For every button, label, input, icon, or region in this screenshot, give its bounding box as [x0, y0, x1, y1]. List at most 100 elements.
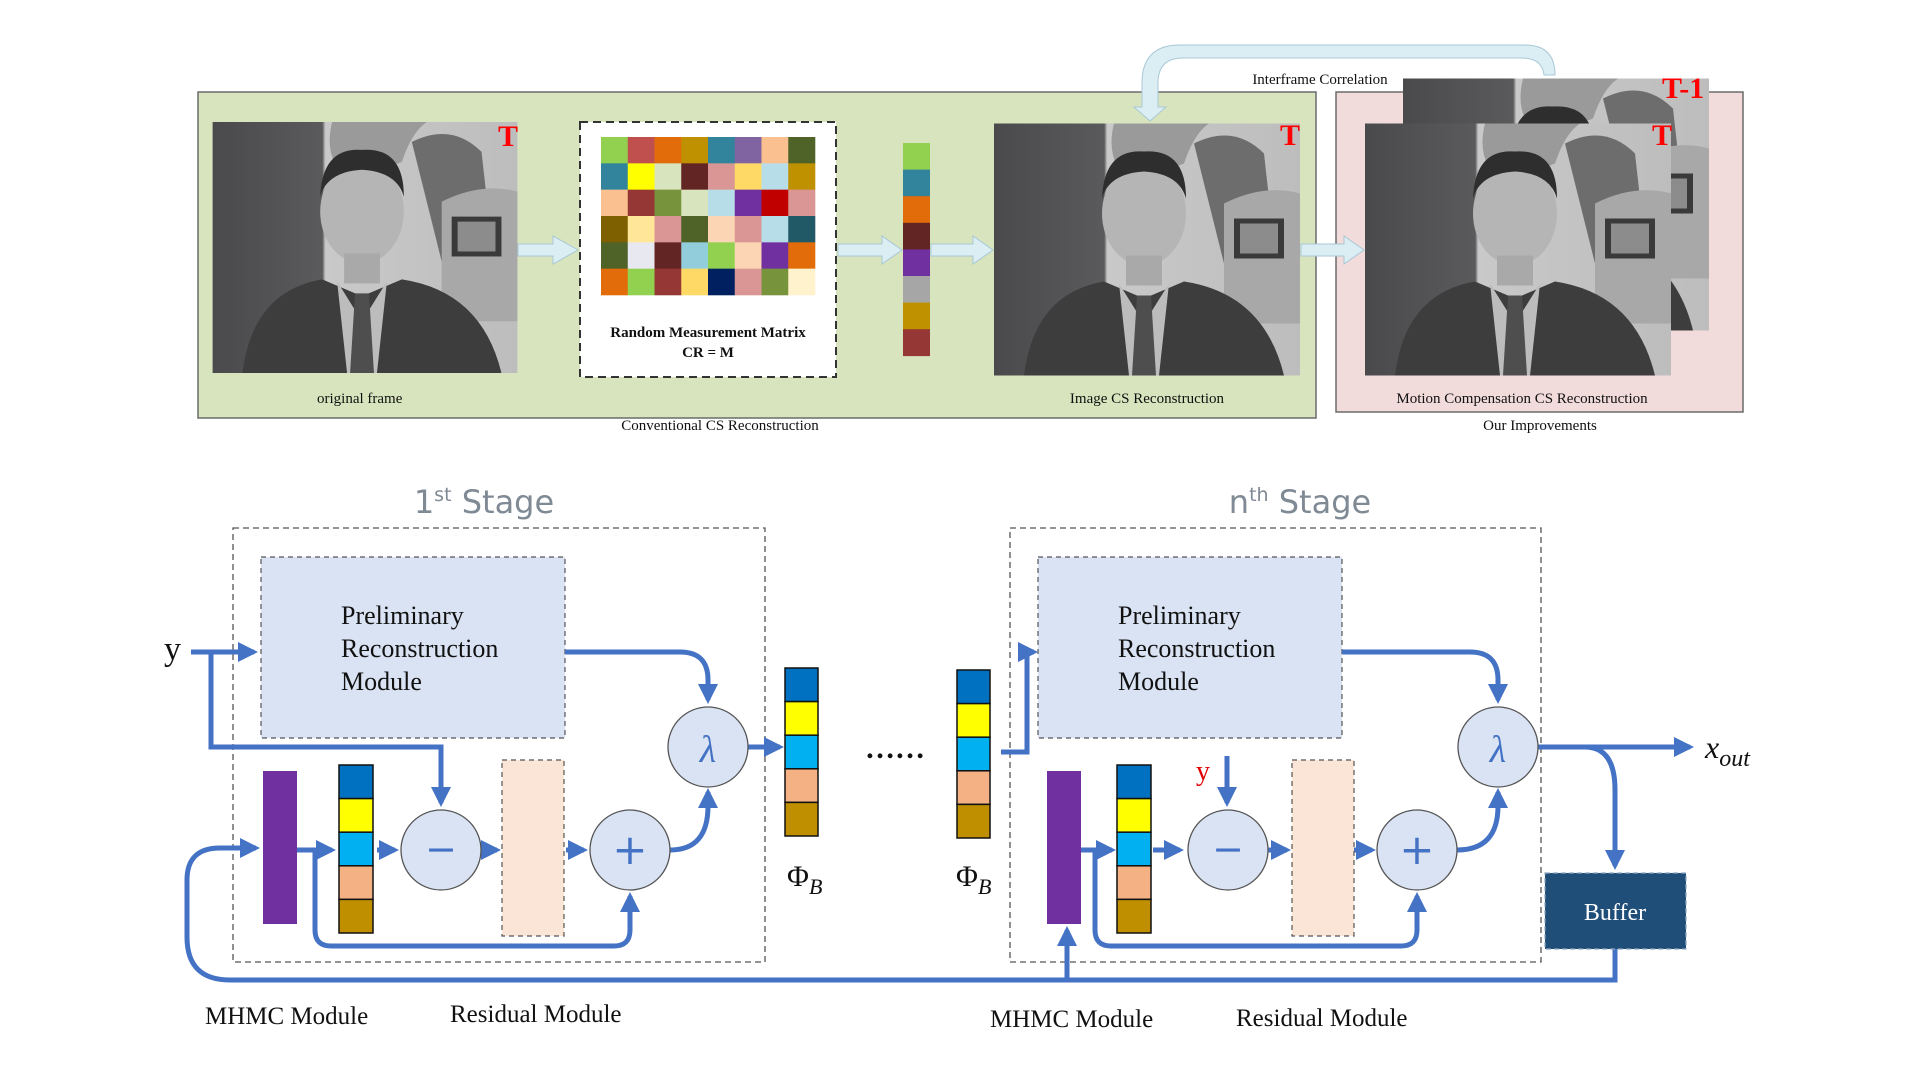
- matrix-cell: [654, 137, 682, 164]
- phi-vector-cell: [1116, 764, 1152, 800]
- phi-vector-cell: [784, 667, 819, 703]
- matrix-cell: [761, 137, 789, 164]
- matrix-cell: [627, 163, 655, 190]
- phi-vector-cell: [338, 865, 374, 901]
- image-cs-reconstruction-image: [994, 123, 1300, 376]
- minus-icon: −: [425, 827, 457, 871]
- stage-ellipsis: ……: [865, 732, 925, 765]
- stagen-plus-node: +: [1376, 809, 1458, 891]
- flow-phi-to-stagen: [1001, 642, 1038, 755]
- matrix-cell: [761, 268, 789, 296]
- matrix-cell: [734, 216, 762, 243]
- flow-skip-to-plus: [312, 850, 640, 949]
- stagen-mhmc-label: MHMC Module: [990, 1006, 1153, 1033]
- image-cs-label: Image CS Reconstruction: [1070, 391, 1225, 407]
- matrix-cell: [708, 216, 736, 243]
- phi-vector-cell: [1116, 797, 1152, 833]
- lambda-icon: λ: [1489, 729, 1506, 771]
- stage1-prelim-line1: Preliminary: [341, 601, 464, 630]
- stagen-phi-vector: [1116, 764, 1152, 934]
- matrix-cell: [681, 268, 709, 296]
- phi-vector-cell: [338, 898, 374, 934]
- stage1-phi-vector: [338, 764, 374, 934]
- original-frame-image: [212, 122, 518, 373]
- buffer-label: Buffer: [1584, 900, 1646, 926]
- phi-vector-left: [784, 667, 819, 837]
- output-label: xout: [1704, 729, 1751, 772]
- flow-arrow-icon: [930, 235, 994, 265]
- matrix-cell: [627, 268, 655, 296]
- minus-icon: −: [1212, 827, 1244, 871]
- matrix-cell: [654, 189, 682, 217]
- phi-vector-cell: [784, 700, 819, 736]
- matrix-cell: [734, 163, 762, 190]
- phi-vector-cell: [956, 669, 991, 705]
- matrix-cell: [708, 242, 736, 269]
- matrix-cell: [788, 163, 816, 190]
- phi-vector-cell: [956, 803, 991, 839]
- matrix-cell: [681, 189, 709, 217]
- image-cs-tag: T: [1280, 119, 1300, 152]
- buffer-box: [1544, 872, 1687, 950]
- phi-vector-cell: [1116, 831, 1152, 867]
- stage1-lambda-node: λ: [667, 706, 749, 788]
- original-frame-tag: T: [498, 120, 518, 153]
- matrix-cell: [761, 189, 789, 217]
- matrix-cell: [761, 163, 789, 190]
- matrix-cell: [627, 242, 655, 269]
- matrix-cell: [654, 216, 682, 243]
- stagen-residual-label: Residual Module: [1236, 1005, 1408, 1032]
- lambda-icon: λ: [699, 729, 716, 771]
- input-y-label: y: [164, 631, 181, 668]
- mc-tag-previous: T-1: [1662, 72, 1704, 105]
- measurement-vector-cell: [903, 196, 930, 224]
- matrix-title: Random Measurement Matrix: [610, 325, 806, 341]
- matrix-cell: [761, 242, 789, 269]
- matrix-cell: [734, 268, 762, 296]
- stagen-minus-node: −: [1187, 809, 1269, 891]
- matrix-cell: [788, 137, 816, 164]
- matrix-cell: [734, 137, 762, 164]
- measurement-matrix-grid: [601, 137, 816, 296]
- matrix-cell: [654, 163, 682, 190]
- phi-vector-cell: [784, 734, 819, 770]
- stagen-mhmc-bar: [1047, 771, 1081, 924]
- matrix-cell: [681, 216, 709, 243]
- flow-plus-to-lambda: [669, 788, 718, 853]
- measurement-vector-cell: [903, 169, 930, 197]
- stage1-mhmc-bar: [263, 771, 297, 924]
- stage1-prelim-module: [260, 556, 566, 739]
- matrix-cell: [627, 137, 655, 164]
- matrix-cell: [601, 163, 629, 190]
- phi-vector-cell: [956, 702, 991, 738]
- flow-prelim-to-lambda: [565, 649, 718, 704]
- stagen-prelim-line1: Preliminary: [1118, 601, 1241, 630]
- phi-vector-cell: [956, 736, 991, 772]
- flow-y-to-minus: [208, 652, 451, 807]
- flow-stagen-prelim-to-lambda: [1342, 649, 1508, 704]
- flow-arrow-icon: [517, 235, 580, 265]
- stage1-residual-label: Residual Module: [450, 1001, 622, 1028]
- stage1-prelim-line2: Reconstruction: [341, 634, 498, 663]
- matrix-cell: [627, 216, 655, 243]
- matrix-cell: [734, 242, 762, 269]
- stagen-residual-module: [1291, 759, 1355, 937]
- matrix-cell: [654, 268, 682, 296]
- stagen-box: [1009, 527, 1542, 963]
- matrix-cell: [708, 189, 736, 217]
- flow-lines: [184, 642, 1694, 983]
- measurement-vector-cell: [903, 222, 930, 250]
- mc-tag-current: T: [1652, 119, 1672, 152]
- stagen-prelim-module: [1037, 556, 1343, 739]
- measurement-vector-cell: [903, 249, 930, 277]
- mc-label: Motion Compensation CS Reconstruction: [1396, 391, 1648, 407]
- matrix-cell: [788, 268, 816, 296]
- measurement-vector-cell: [903, 329, 930, 357]
- matrix-cell: [627, 189, 655, 217]
- flow-stagen-skip-to-plus: [1092, 850, 1427, 949]
- matrix-cell: [788, 242, 816, 269]
- improvement-panel-label: Our Improvements: [1483, 418, 1597, 434]
- interframe-correlation-arrow-icon: [1132, 44, 1556, 122]
- matrix-cell: [601, 189, 629, 217]
- stage1-mhmc-label: MHMC Module: [205, 1003, 368, 1030]
